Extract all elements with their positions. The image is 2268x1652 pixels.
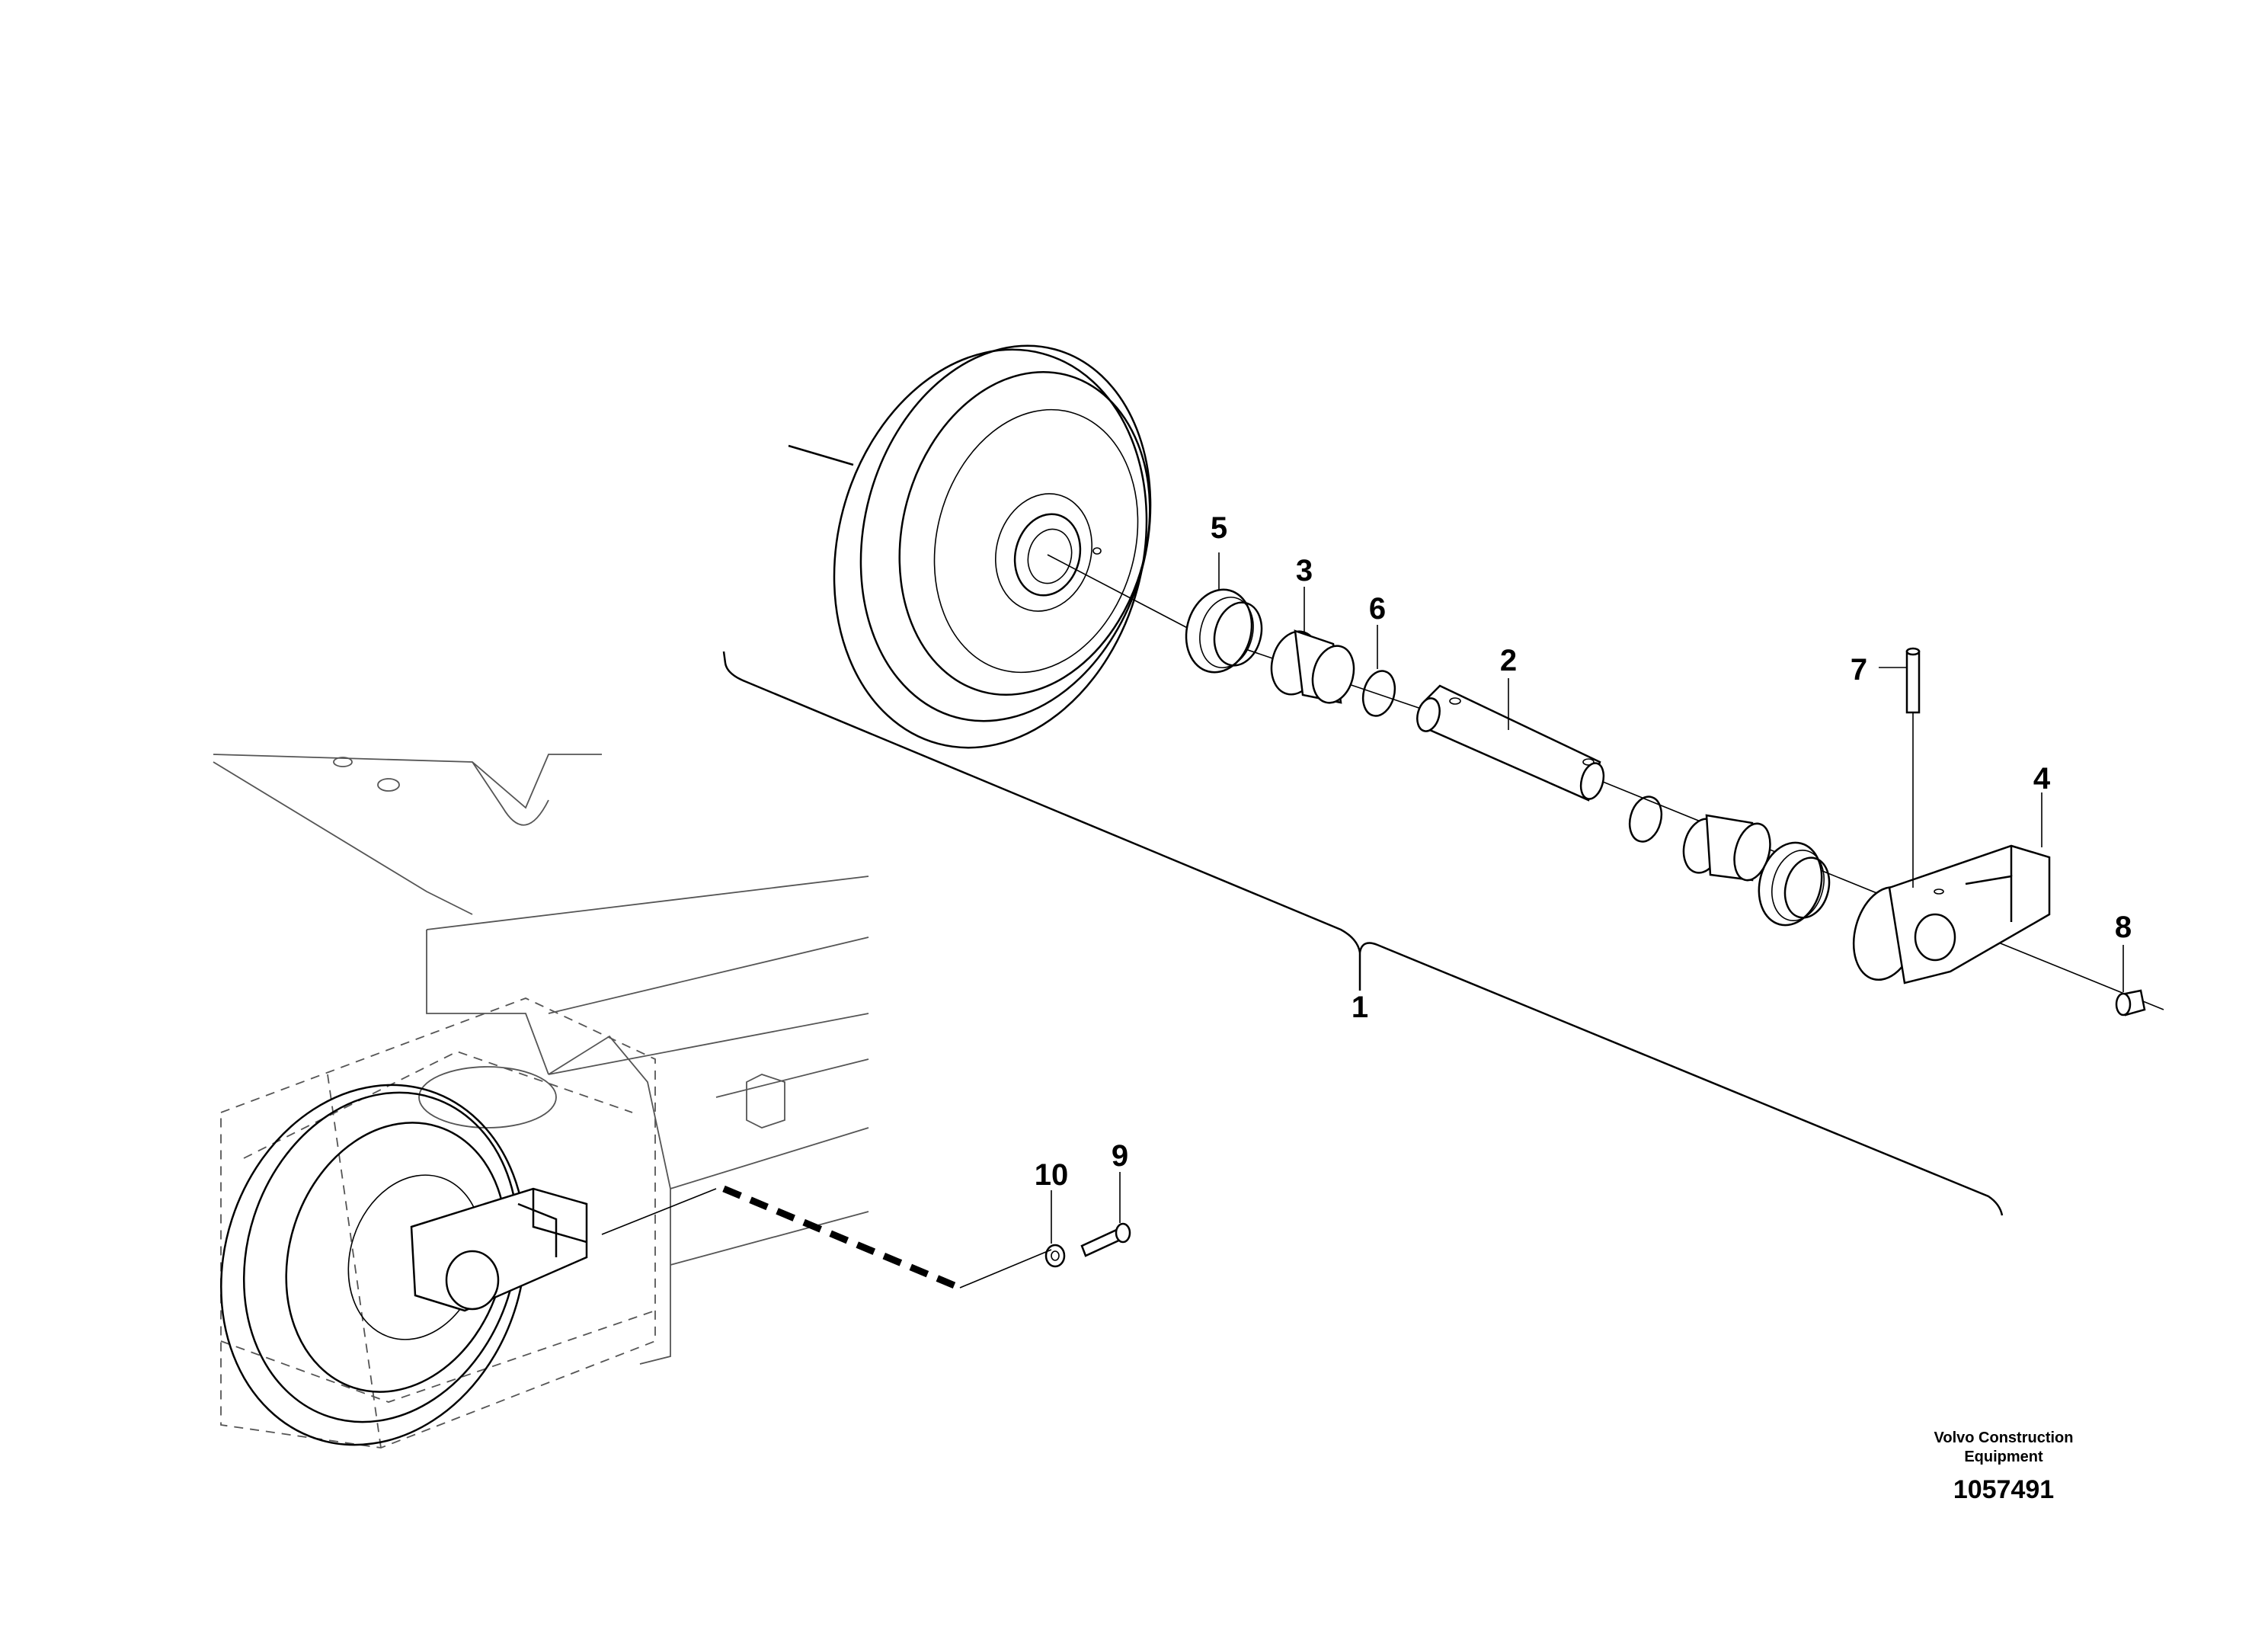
pin-part-7 — [1905, 647, 1921, 888]
bushing-part-3 — [1270, 629, 1355, 704]
callout-7: 7 — [1851, 653, 1867, 687]
callout-labels: 1 2 3 4 5 6 7 8 9 10 — [1035, 511, 2132, 1192]
callout-6: 6 — [1369, 592, 1386, 626]
idler-wheel — [788, 344, 1152, 749]
undercarriage-frame — [213, 754, 869, 1449]
assembled-idler-wheel — [220, 1084, 588, 1446]
plug-part-8 — [2115, 989, 2146, 1016]
kit-bracket — [722, 651, 2004, 1216]
callout-2: 2 — [1500, 644, 1517, 677]
callout-8: 8 — [2115, 911, 2132, 944]
washer-part-10 — [1044, 1244, 1066, 1268]
callout-3: 3 — [1296, 554, 1313, 587]
credit-block: Volvo Construction Equipment 1057491 — [1934, 1429, 2074, 1504]
seal-part-5 — [1185, 588, 1263, 674]
credit-line-2: Equipment — [1964, 1449, 2043, 1465]
callout-10: 10 — [1035, 1158, 1069, 1192]
bracket-part-4 — [1852, 844, 2051, 984]
callout-5: 5 — [1211, 511, 1227, 545]
bolt-part-9 — [1080, 1222, 1131, 1257]
o-ring-second — [1628, 796, 1663, 843]
bracket-dash-leader — [601, 1185, 1052, 1292]
credit-line-1: Volvo Construction — [1934, 1429, 2074, 1446]
callout-1: 1 — [1352, 991, 1368, 1024]
callout-9: 9 — [1112, 1139, 1128, 1173]
seal-second — [1758, 841, 1831, 927]
bushing-second — [1682, 814, 1771, 882]
o-ring-part-6 — [1361, 670, 1396, 717]
callout-4: 4 — [2033, 762, 2051, 796]
callout-leaders — [1051, 552, 2124, 1244]
diagram-part-number: 1057491 — [1953, 1475, 2054, 1504]
shaft-part-2 — [1416, 684, 1605, 802]
